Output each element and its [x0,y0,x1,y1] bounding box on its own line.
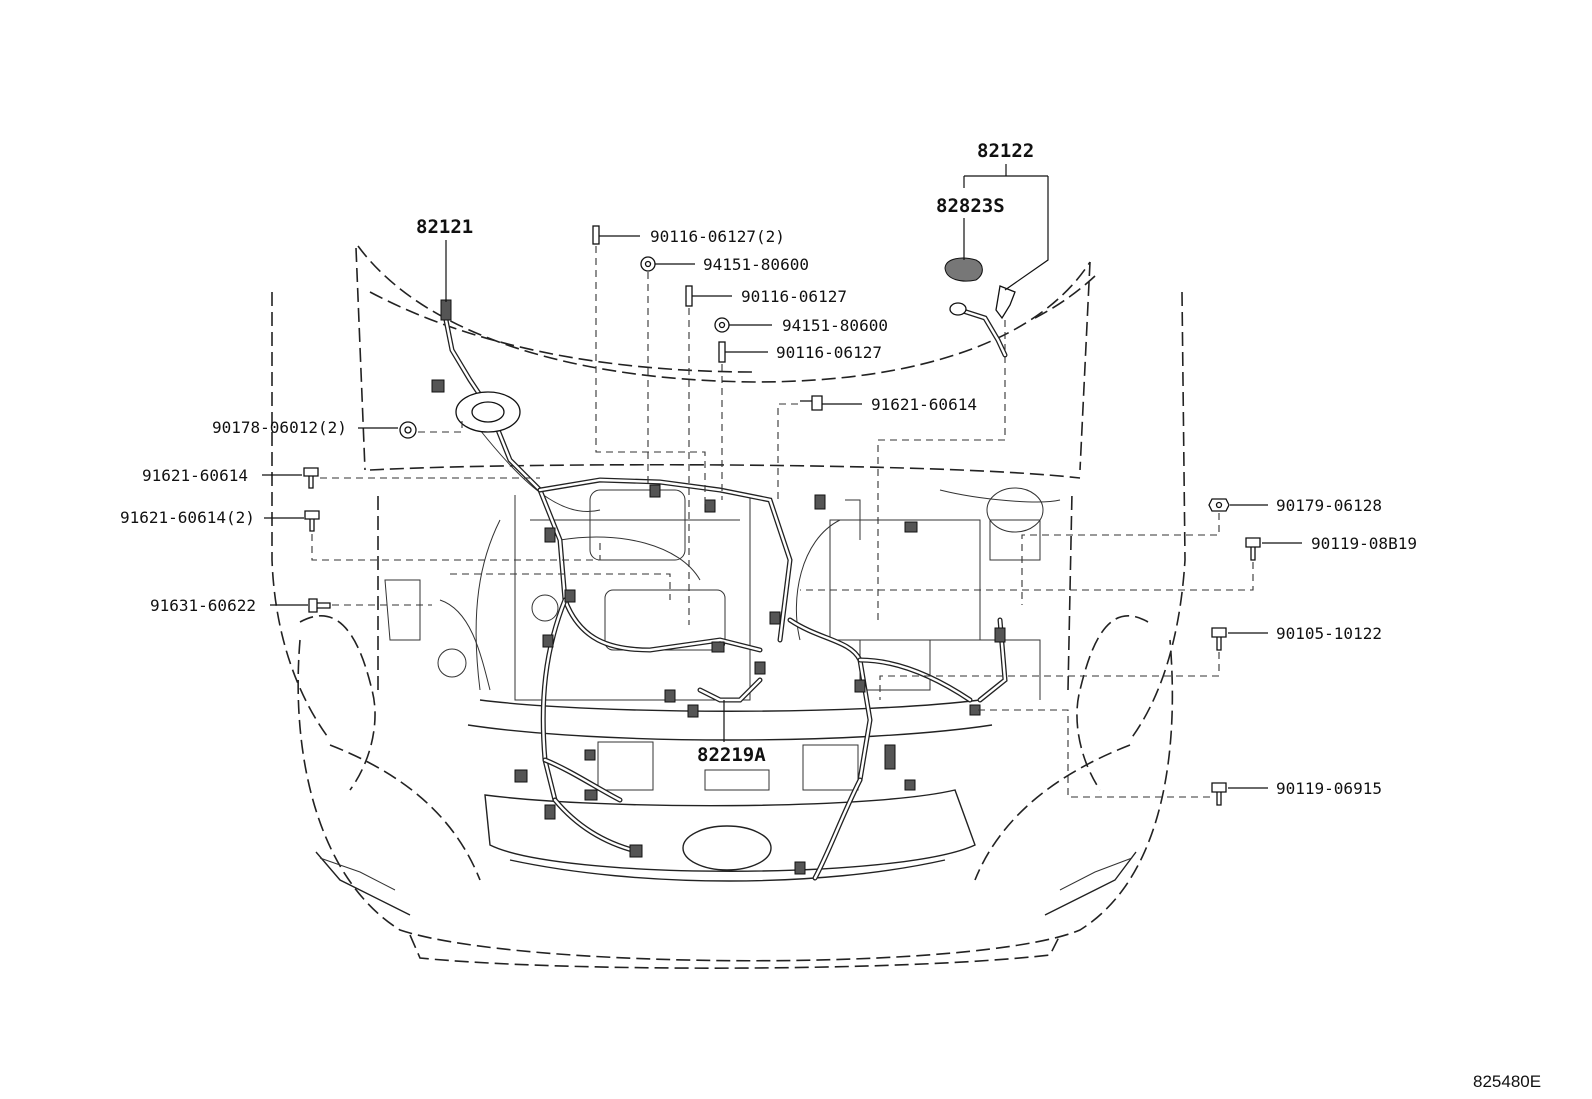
bolt-icon [800,395,823,411]
label-f13: 90105-10122 [1276,624,1382,643]
label-f9: 91621-60614(2) [120,508,255,527]
fastener-f3: 90116-06127 [685,285,847,625]
fastener-f10: 90179-06128 [1021,496,1382,605]
battery-cable-82122 [944,257,1016,358]
fastener-f12: 91631-60622 [150,573,671,615]
assembly-82121: 82121 [416,216,473,302]
label-82219A: 82219A [697,744,766,766]
bolt-icon [304,510,320,532]
label-f1: 90116-06127(2) [650,227,785,246]
fastener-f11: 90119-08B19 [800,534,1417,591]
label-f5: 90116-06127 [776,343,882,362]
label-f14: 90119-06915 [1276,779,1382,798]
figure-id: 825480E [1473,1072,1541,1091]
fastener-f8: 91621-60614 [142,466,540,489]
fastener-f13: 90105-10122 [879,624,1382,700]
fastener-f5: 90116-06127 [718,341,882,500]
label-f4: 94151-80600 [782,316,888,335]
assembly-82122: 82122 [963,140,1049,291]
bolt-icon [1245,537,1261,561]
label-f7: 90178-06012(2) [212,418,347,437]
assembly-82219A: 82219A [697,700,766,766]
stud-icon [685,285,693,307]
bolt-icon [308,598,331,613]
terminal-cap-82823S [944,257,983,282]
fastener-f7: 90178-06012(2) [212,418,463,439]
bolt-icon [303,467,319,489]
fastener-f9: 91621-60614(2) [120,508,601,561]
label-f12: 91631-60622 [150,596,256,615]
fastener-f4: 94151-80600 [714,316,888,335]
label-f6: 91621-60614 [871,395,977,414]
harness-connectors [431,299,1006,875]
label-f10: 90179-06128 [1276,496,1382,515]
label-f8: 91621-60614 [142,466,248,485]
assembly-82823S: 82823S [936,195,1005,260]
vehicle-body-outline [271,245,1186,969]
label-82122: 82122 [977,140,1034,162]
engine-wire-harness [431,299,1008,881]
label-82823S: 82823S [936,195,1005,217]
label-82121: 82121 [416,216,473,238]
label-f11: 90119-08B19 [1311,534,1417,553]
fastener-f6: 91621-60614 [777,320,1006,620]
stud-icon [592,225,600,245]
fastener-f14: 90119-06915 [975,709,1382,806]
fastener-f1: 90116-06127(2) [592,225,785,505]
fastener-f2: 94151-80600 [640,255,809,485]
label-f3: 90116-06127 [741,287,847,306]
bolt-icon [1211,627,1227,651]
stud-icon [718,341,726,363]
label-f2: 94151-80600 [703,255,809,274]
bolt-icon [1211,782,1227,806]
